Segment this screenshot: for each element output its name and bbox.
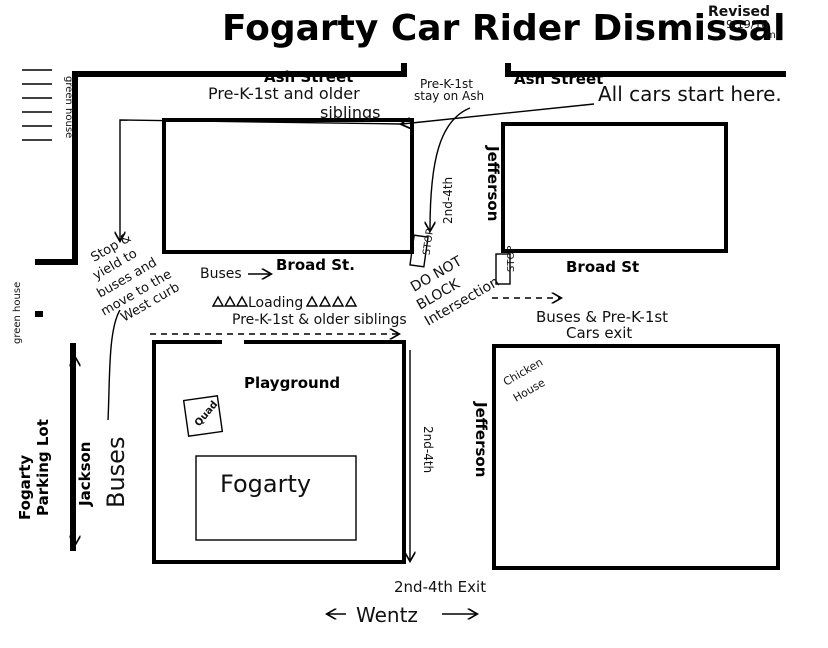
block-northwest bbox=[162, 118, 414, 254]
block-northeast bbox=[501, 122, 728, 253]
revised-date: 9/19/18 bbox=[726, 18, 768, 31]
note-grades-top: 2nd-4th bbox=[441, 177, 455, 224]
quad-label: Quad bbox=[193, 399, 220, 429]
svg-text:green house: green house bbox=[63, 76, 74, 138]
note-buses-exit-1: Buses & Pre-K-1st bbox=[536, 308, 668, 326]
note-prek-stay-2: stay on Ash bbox=[414, 89, 484, 103]
street-broad-right: Broad St bbox=[566, 258, 639, 276]
school-label: Fogarty bbox=[220, 470, 311, 498]
map-title: Fogarty Car Rider Dismissal bbox=[222, 8, 785, 49]
school-building bbox=[195, 455, 357, 541]
svg-text:STOP: STOP bbox=[506, 246, 517, 272]
street-ash-left: Ash Street bbox=[264, 68, 353, 86]
note-loading-2: Pre-K-1st & older siblings bbox=[232, 312, 407, 328]
note-buses-vertical: Buses bbox=[102, 437, 130, 508]
green-house-top: green house bbox=[22, 69, 74, 141]
note-prek-older: Pre-K-1st and older bbox=[208, 84, 360, 103]
note-siblings: siblings bbox=[320, 103, 380, 122]
note-loading-1: Loading bbox=[248, 295, 303, 311]
revised-label: Revised bbox=[708, 4, 770, 20]
parking-lot-line2: Parking Lot bbox=[34, 419, 52, 516]
quad-box bbox=[182, 395, 224, 437]
note-all-cars-start: All cars start here. bbox=[598, 82, 782, 106]
parking-lot-line1: Fogarty bbox=[16, 455, 34, 520]
stop-sign-icon: STOP bbox=[409, 228, 437, 268]
note-exit-2-4: 2nd-4th Exit bbox=[394, 578, 486, 596]
block-southeast bbox=[492, 344, 780, 570]
note-grades-bottom: 2nd-4th bbox=[421, 426, 435, 473]
route-west-curb bbox=[107, 309, 121, 421]
street-jefferson-bottom: Jefferson bbox=[472, 401, 490, 477]
svg-text:STOP: STOP bbox=[422, 228, 437, 256]
note-buses-arrow: Buses bbox=[200, 266, 242, 282]
revised-initials: mt bbox=[766, 30, 780, 41]
street-broad-left: Broad St. bbox=[276, 256, 355, 274]
block-southwest bbox=[152, 340, 406, 564]
stop-sign-icon: STOP bbox=[495, 246, 517, 285]
street-jefferson-top: Jefferson bbox=[484, 145, 502, 221]
street-jackson: Jackson bbox=[76, 442, 94, 507]
triangle-icon bbox=[211, 295, 358, 307]
playground-label: Playground bbox=[244, 374, 340, 392]
route-ash-westbound bbox=[120, 103, 595, 240]
note-prek-stay-1: Pre-K-1st bbox=[420, 77, 473, 91]
road-outlines bbox=[35, 63, 786, 551]
street-wentz: Wentz bbox=[356, 603, 418, 627]
street-ash-right: Ash Street bbox=[514, 70, 603, 88]
green-house-lower: green house bbox=[12, 282, 23, 344]
note-buses-exit-2: Cars exit bbox=[566, 324, 632, 342]
